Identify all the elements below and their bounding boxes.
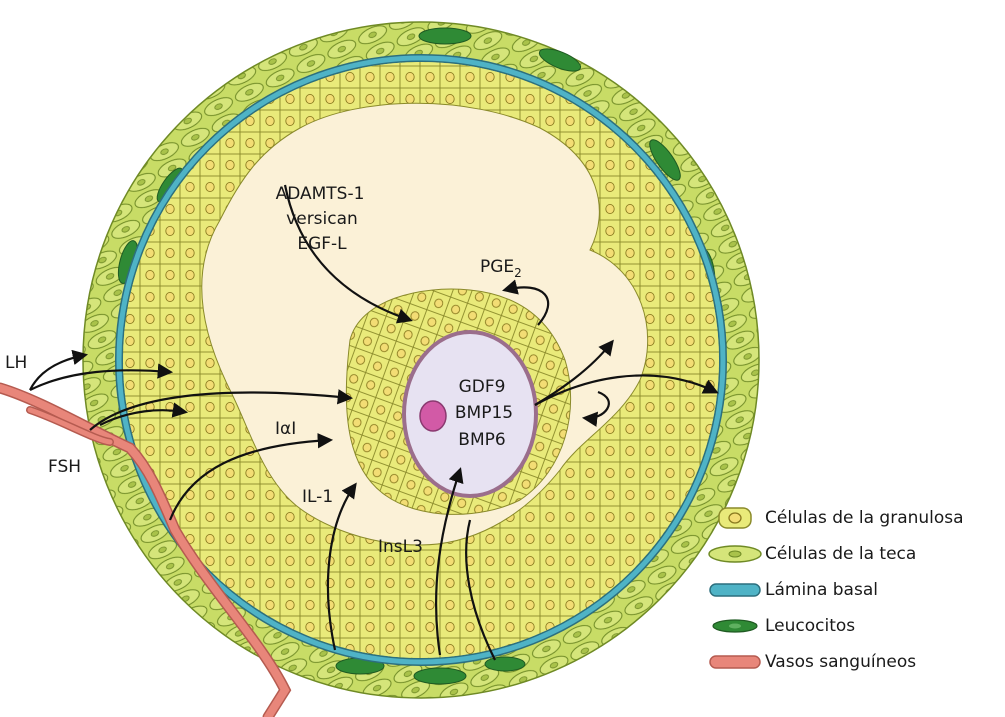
legend-item-blood-vessels: Vasos sanguíneos	[705, 644, 1005, 680]
label-versican: versican	[286, 209, 358, 229]
legend: Células de la granulosa Células de la te…	[705, 500, 1005, 680]
legend-label: Vasos sanguíneos	[765, 652, 916, 672]
label-insl3: InsL3	[378, 537, 423, 557]
label-il1: IL-1	[302, 487, 333, 507]
leukocyte-icon	[705, 611, 765, 641]
theca-cell-icon	[705, 539, 765, 569]
legend-label: Lámina basal	[765, 580, 878, 600]
label-gdf9: GDF9	[459, 377, 506, 397]
legend-label: Células de la granulosa	[765, 508, 964, 528]
granulosa-cell-icon	[705, 503, 765, 533]
label-lh: LH	[5, 353, 27, 373]
label-iai: IαI	[275, 419, 296, 439]
blood-vessel-icon	[705, 647, 765, 677]
label-bmp6: BMP6	[458, 430, 505, 450]
label-bmp15: BMP15	[455, 403, 513, 423]
label-egfl: EGF-L	[297, 234, 347, 254]
label-fsh: FSH	[48, 457, 81, 477]
legend-label: Células de la teca	[765, 544, 916, 564]
legend-item-basal-lamina: Lámina basal	[705, 572, 1005, 608]
legend-item-granulosa: Células de la granulosa	[705, 500, 1005, 536]
label-pge2-sub: 2	[514, 266, 522, 280]
legend-label: Leucocitos	[765, 616, 855, 636]
legend-item-leukocytes: Leucocitos	[705, 608, 1005, 644]
label-adamts: ADAMTS-1	[276, 184, 365, 204]
basal-lamina-icon	[705, 575, 765, 605]
oocyte-nucleus	[420, 401, 446, 431]
legend-item-theca: Células de la teca	[705, 536, 1005, 572]
label-pge2-main: PGE	[480, 257, 514, 277]
